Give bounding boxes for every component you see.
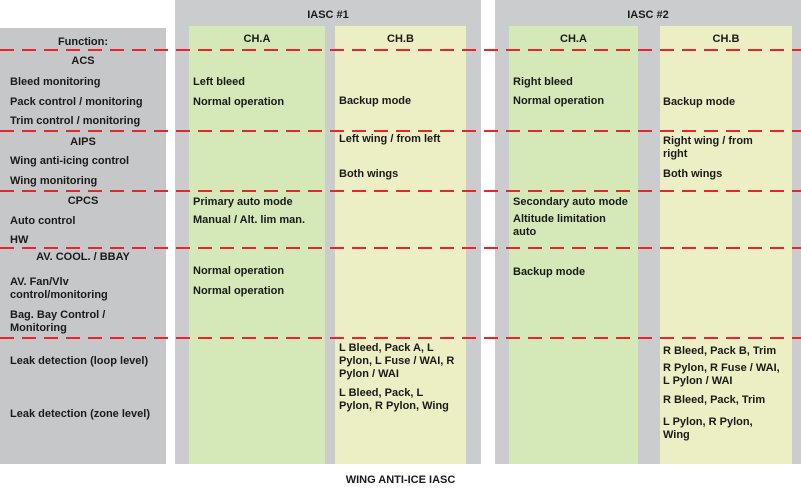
- iasc1-cha-column: [189, 26, 325, 464]
- iasc2-title: IASC #2: [627, 9, 669, 21]
- function-bag-bay: Bag. Bay Control / Monitoring: [10, 309, 106, 334]
- iasc1-cha-cpcs-mode: Primary auto mode: [193, 196, 293, 208]
- iasc1-cha-av-fan: Normal operation: [193, 265, 285, 277]
- iasc1-cha-hw: Manual / Alt. lim man.: [193, 214, 306, 226]
- function-trim-control: Trim control / monitoring: [10, 115, 141, 127]
- function-bleed-monitoring: Bleed monitoring: [10, 76, 101, 88]
- iasc1-chb-pack: Backup mode: [339, 95, 412, 107]
- iasc1-cha-bag-bay: Normal operation: [193, 285, 285, 297]
- function-wing-anti-icing: Wing anti-icing control: [10, 155, 130, 167]
- iasc2-cha-av-cool: Backup mode: [513, 266, 586, 278]
- diagram-caption: WING ANTI-ICE IASC: [345, 474, 456, 486]
- iasc2-cha-bleed: Right bleed: [513, 76, 573, 88]
- section-cpcs: CPCS: [67, 195, 99, 207]
- iasc2-cha-hw: Altitude limitation auto: [513, 213, 606, 238]
- function-header: Function:: [57, 36, 109, 48]
- iasc1-chb-header: CH.B: [387, 33, 414, 45]
- iasc2-cha-pack: Normal operation: [513, 95, 605, 107]
- section-av-cool: AV. COOL. / BBAY: [36, 251, 130, 263]
- iasc2-cha-header: CH.A: [560, 33, 587, 45]
- section-aips: AIPS: [70, 136, 96, 148]
- iasc2-chb-leak-zone-2: L Pylon, R Pylon, Wing: [663, 416, 753, 441]
- iasc1-chb-leak-loop: L Bleed, Pack A, L Pylon, L Fuse / WAI, …: [339, 342, 455, 380]
- iasc2-chb-leak-zone-1: R Bleed, Pack, Trim: [663, 394, 766, 406]
- iasc2-chb-leak-loop-1: R Bleed, Pack B, Trim: [663, 345, 777, 357]
- iasc2-chb-header: CH.B: [712, 33, 740, 45]
- iasc1-cha-bleed: Left bleed: [193, 76, 245, 88]
- function-hw: HW: [10, 234, 29, 246]
- iasc1-chb-wing-anti-icing: Left wing / from left: [339, 133, 441, 145]
- iasc1-cha-header: CH.A: [243, 33, 271, 45]
- section-acs: ACS: [71, 55, 95, 67]
- iasc2-chb-column: [660, 26, 792, 464]
- function-pack-control: Pack control / monitoring: [10, 96, 143, 108]
- iasc1-chb-leak-zone: L Bleed, Pack, L Pylon, R Pylon, Wing: [339, 387, 449, 412]
- iasc2-cha-cpcs-mode: Secondary auto mode: [513, 196, 628, 208]
- function-column: [0, 28, 166, 464]
- iasc2-chb-wing-anti-icing: Right wing / from right: [663, 135, 753, 160]
- function-av-fan: AV. Fan/Vlv control/monitoring: [10, 276, 108, 301]
- function-auto-control: Auto control: [10, 215, 76, 227]
- function-wing-monitoring: Wing monitoring: [10, 175, 98, 187]
- iasc2-chb-leak-loop-2: R Pylon, R Fuse / WAI, L Pylon / WAI: [663, 362, 780, 387]
- iasc2-chb-wing-monitoring: Both wings: [663, 168, 723, 180]
- iasc1-title: IASC #1: [307, 9, 349, 21]
- function-leak-loop: Leak detection (loop level): [10, 355, 149, 367]
- iasc1-chb-wing-monitoring: Both wings: [339, 168, 399, 180]
- function-leak-zone: Leak detection (zone level): [10, 408, 150, 420]
- iasc2-cha-column: [509, 26, 638, 464]
- iasc1-cha-pack: Normal operation: [193, 96, 285, 108]
- iasc1-chb-column: [335, 26, 466, 464]
- iasc2-chb-pack: Backup mode: [663, 96, 736, 108]
